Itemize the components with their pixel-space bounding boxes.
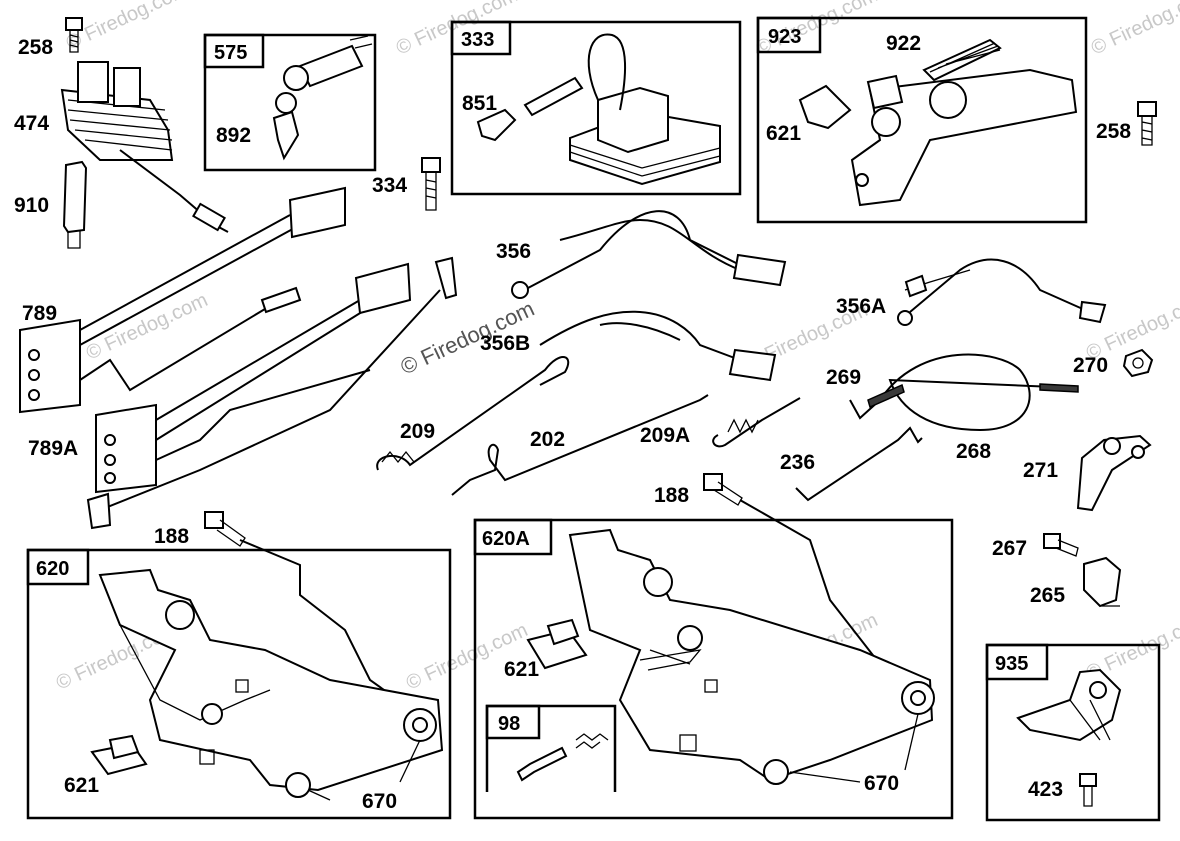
box-575-label: 575 [214, 42, 247, 64]
bolt-334 [421, 157, 441, 211]
label-851: 851 [462, 92, 497, 115]
bolt-258-right [1137, 101, 1157, 146]
screw-423 [1079, 773, 1097, 807]
box-620a-tag [473, 518, 553, 556]
label-334: 334 [372, 174, 407, 197]
bolt-188-left [204, 511, 416, 713]
box-620-label: 620 [36, 558, 69, 580]
leader-lines [307, 713, 919, 801]
label-236: 236 [780, 451, 815, 474]
label-188: 188 [654, 484, 689, 507]
label-268: 268 [956, 440, 991, 463]
label-258: 258 [1096, 120, 1131, 143]
box-620-tag [26, 548, 90, 586]
box-333: 333 [450, 20, 742, 196]
box-575: 575 [203, 33, 377, 172]
box-98-frame [485, 704, 617, 792]
clip-621-620a [526, 618, 588, 670]
box-98-label: 98 [498, 713, 520, 735]
label-670: 670 [864, 772, 899, 795]
box-98: 98 [485, 704, 617, 792]
box-935-frame [985, 643, 1161, 822]
label-209: 209 [400, 420, 435, 443]
bracket-620 [98, 568, 444, 798]
standoff-910 [62, 160, 88, 249]
harness-356 [511, 210, 787, 299]
label-270: 270 [1073, 354, 1108, 377]
label-271: 271 [1023, 459, 1058, 482]
screw-spring-98 [516, 733, 609, 782]
box-923: 923 [756, 16, 1088, 224]
box-575-tag [203, 33, 265, 69]
label-670: 670 [362, 790, 397, 813]
ignition-module-474 [60, 61, 229, 233]
label-474: 474 [14, 112, 49, 135]
label-621: 621 [64, 774, 99, 797]
spring-209a [712, 397, 801, 448]
rod-236 [795, 426, 923, 502]
label-621: 621 [766, 122, 801, 145]
box-620: 620 [26, 548, 452, 820]
label-423: 423 [1028, 778, 1063, 801]
box-620a: 620A [473, 518, 954, 820]
label-356b: 356B [480, 332, 530, 355]
box-620a-label: 620A [482, 528, 530, 550]
nut-270 [1122, 348, 1154, 378]
bracket-935 [1016, 668, 1122, 742]
key-switch-575 [272, 35, 373, 161]
link-rod-202 [451, 394, 709, 496]
watermark: © Firedog.com [393, 0, 521, 60]
label-922: 922 [886, 32, 921, 55]
cable-268 [849, 353, 1079, 432]
box-620a-frame [473, 518, 954, 820]
box-620-frame [26, 548, 452, 820]
armature-333 [476, 33, 721, 186]
spring-209 [376, 356, 570, 471]
label-258: 258 [18, 36, 53, 59]
part-labels: 258 474 910 892 851 334 922 621 258 789 … [14, 32, 1131, 813]
label-356a: 356A [836, 295, 886, 318]
label-188: 188 [154, 525, 189, 548]
label-209a: 209A [640, 424, 690, 447]
clip-621-620 [90, 734, 148, 776]
box-935: 935 [985, 643, 1161, 822]
harness-356a [897, 258, 1107, 326]
label-269: 269 [826, 366, 861, 389]
label-892: 892 [216, 124, 251, 147]
harness-789a [86, 256, 458, 530]
harness-356b [539, 310, 777, 382]
box-333-frame [450, 20, 742, 196]
box-333-tag [450, 20, 512, 56]
label-356: 356 [496, 240, 531, 263]
label-789: 789 [22, 302, 57, 325]
box-333-label: 333 [461, 29, 494, 51]
bolt-258-left [65, 17, 83, 53]
screw-267 [1043, 533, 1079, 557]
label-265: 265 [1030, 584, 1065, 607]
box-923-label: 923 [768, 26, 801, 48]
box-923-frame [756, 16, 1088, 224]
harness-789 [19, 186, 346, 414]
box-935-label: 935 [995, 653, 1028, 675]
label-910: 910 [14, 194, 49, 217]
label-202: 202 [530, 428, 565, 451]
box-923-tag [756, 16, 822, 54]
lever-271 [1076, 434, 1152, 512]
control-assembly-923 [798, 38, 1078, 207]
box-935-tag [985, 643, 1049, 681]
bracket-265 [1083, 556, 1122, 608]
label-267: 267 [992, 537, 1027, 560]
watermark: © Firedog.com [1088, 0, 1180, 60]
label-621: 621 [504, 658, 539, 681]
box-575-frame [203, 33, 377, 172]
box-98-tag [485, 704, 541, 740]
label-789a: 789A [28, 437, 78, 460]
bracket-620a [568, 528, 935, 785]
watermark: © Firedog.com [403, 619, 531, 694]
